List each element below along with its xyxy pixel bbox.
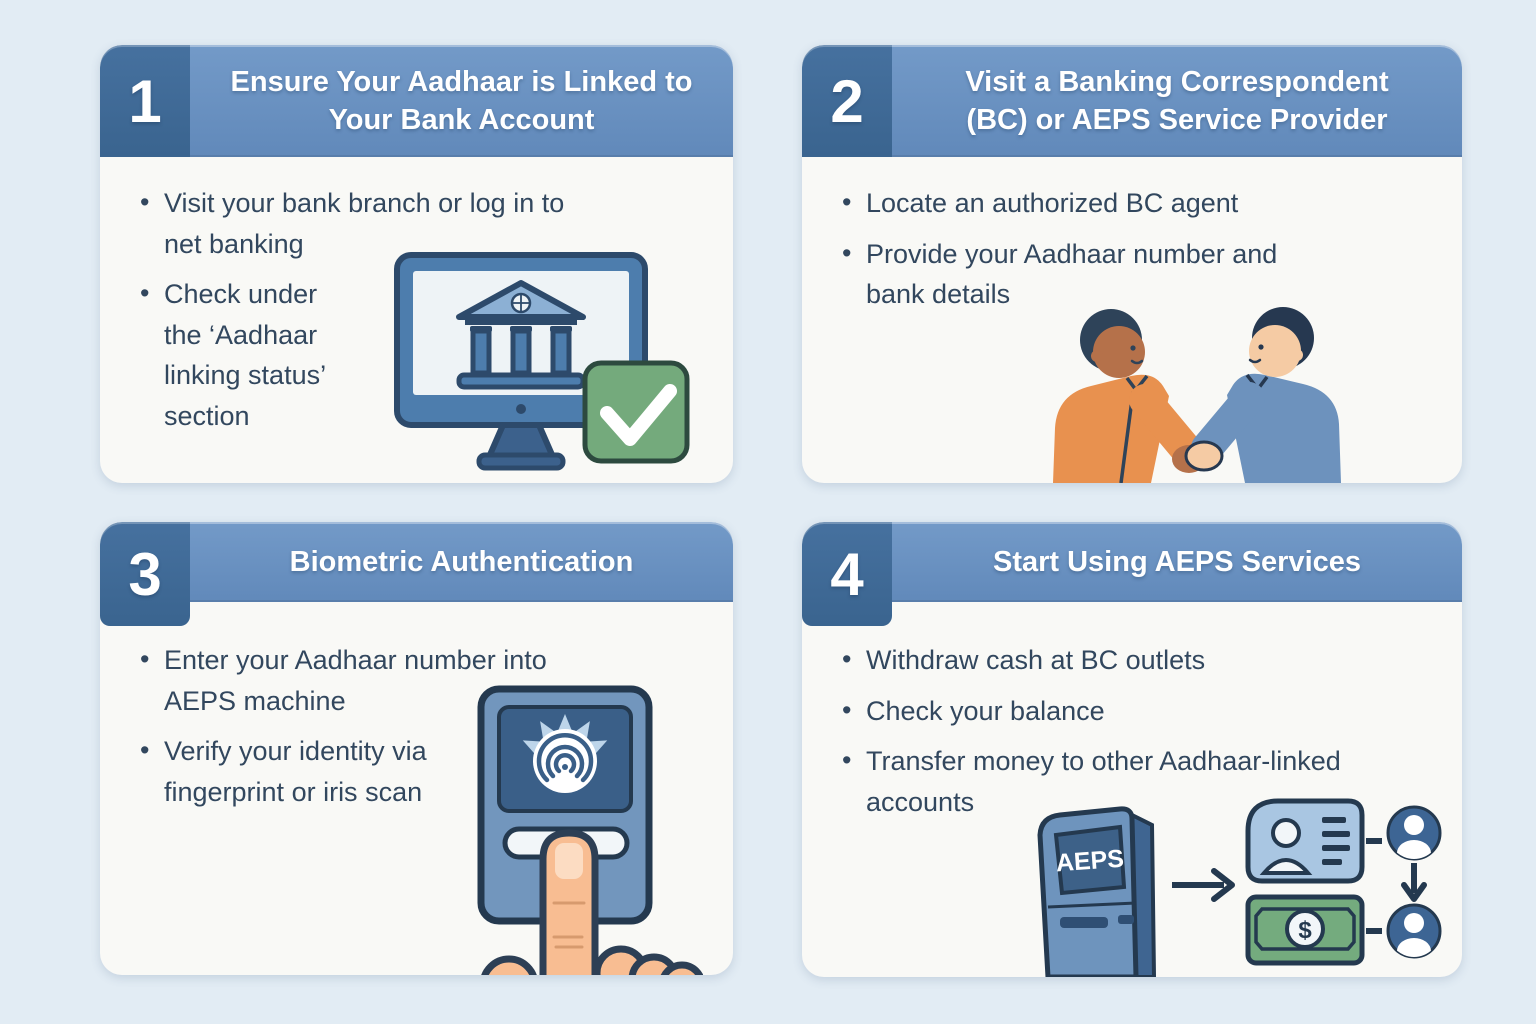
step-title-bar: Biometric Authentication [190, 522, 733, 602]
bullet-item: Transfer money to other Aadhaar-linked a… [838, 740, 1406, 822]
step-number-badge: 3 [100, 522, 190, 626]
arrow-right-icon [1172, 868, 1235, 902]
step-title: Visit a Banking Correspondent (BC) or AE… [965, 65, 1389, 136]
user-badge-icon [1366, 903, 1442, 959]
bullet-item: Provide your Aadhaar number and bank det… [838, 233, 1296, 315]
step-3-body: Enter your Aadhaar number into AEPS mach… [100, 602, 733, 975]
step-card-1: 1 Ensure Your Aadhaar is Linked to Your … [100, 45, 733, 483]
step-number-badge: 4 [802, 522, 892, 626]
step-4-body: Withdraw cash at BC outlets Check your b… [802, 602, 1462, 977]
aeps-kiosk-label: AEPS [1055, 845, 1125, 878]
step-number-badge: 2 [802, 45, 892, 157]
step-title-bar: Ensure Your Aadhaar is Linked to Your Ba… [190, 45, 733, 157]
step-2-body: Locate an authorized BC agent Provide yo… [802, 157, 1462, 483]
monitor-bank-check-illustration [394, 252, 690, 471]
banknote-icon: $ [1245, 894, 1365, 966]
handshake-hands [1129, 382, 1265, 473]
step-1-header: 1 Ensure Your Aadhaar is Linked to Your … [100, 45, 733, 157]
fingerprint-icon [522, 714, 608, 793]
step-bullets: Locate an authorized BC agent Provide yo… [802, 157, 1462, 315]
step-bullets: Visit your bank branch or log in to net … [100, 157, 733, 436]
bullet-item: Check under the ‘Aadhaar linking status’… [136, 273, 339, 436]
fingerprint-scanner-illustration [477, 685, 703, 975]
step-bullets: Withdraw cash at BC outlets Check your b… [802, 602, 1462, 822]
step-bullets: Enter your Aadhaar number into AEPS mach… [100, 602, 733, 812]
bullet-item: Enter your Aadhaar number into AEPS mach… [136, 639, 584, 721]
fingerprint-scanner-icon [477, 685, 653, 925]
step-1-body: Visit your bank branch or log in to net … [100, 157, 733, 483]
step-title: Start Using AEPS Services [992, 545, 1362, 578]
step-title-bar: Visit a Banking Correspondent (BC) or AE… [892, 45, 1462, 157]
step-number-badge: 1 [100, 45, 190, 157]
monitor-stand [476, 404, 566, 471]
handshake-illustration [1053, 307, 1341, 483]
step-title: Biometric Authentication [289, 545, 634, 578]
aeps-flow-illustration: AEPS [1037, 798, 1442, 977]
step-3-header: 3 Biometric Authentication [100, 522, 733, 626]
bullet-item: Check your balance [838, 690, 1462, 732]
step-card-2: 2 Visit a Banking Correspondent (BC) or … [802, 45, 1462, 483]
step-card-3: 3 Biometric Authentication Enter your Aa… [100, 522, 733, 975]
step-4-header: 4 Start Using AEPS Services [802, 522, 1462, 626]
transfer-arrow-icon [1401, 863, 1427, 902]
step-title-bar: Start Using AEPS Services [892, 522, 1462, 602]
dollar-symbol: $ [1298, 917, 1312, 944]
bullet-item: Withdraw cash at BC outlets [838, 639, 1462, 681]
id-card-icon [1245, 798, 1365, 884]
bullet-item: Locate an authorized BC agent [838, 182, 1462, 224]
checkmark-icon [582, 360, 690, 464]
bullet-item: Visit your bank branch or log in to net … [136, 182, 609, 264]
user-badge-icon [1366, 805, 1442, 861]
step-title: Ensure Your Aadhaar is Linked to Your Ba… [230, 65, 693, 136]
step-card-4: 4 Start Using AEPS Services Withdraw cas… [802, 522, 1462, 977]
finger-press-icon [481, 829, 703, 975]
bullet-item: Verify your identity via fingerprint or … [136, 730, 504, 812]
step-2-header: 2 Visit a Banking Correspondent (BC) or … [802, 45, 1462, 157]
aeps-kiosk-icon: AEPS [1037, 806, 1157, 977]
